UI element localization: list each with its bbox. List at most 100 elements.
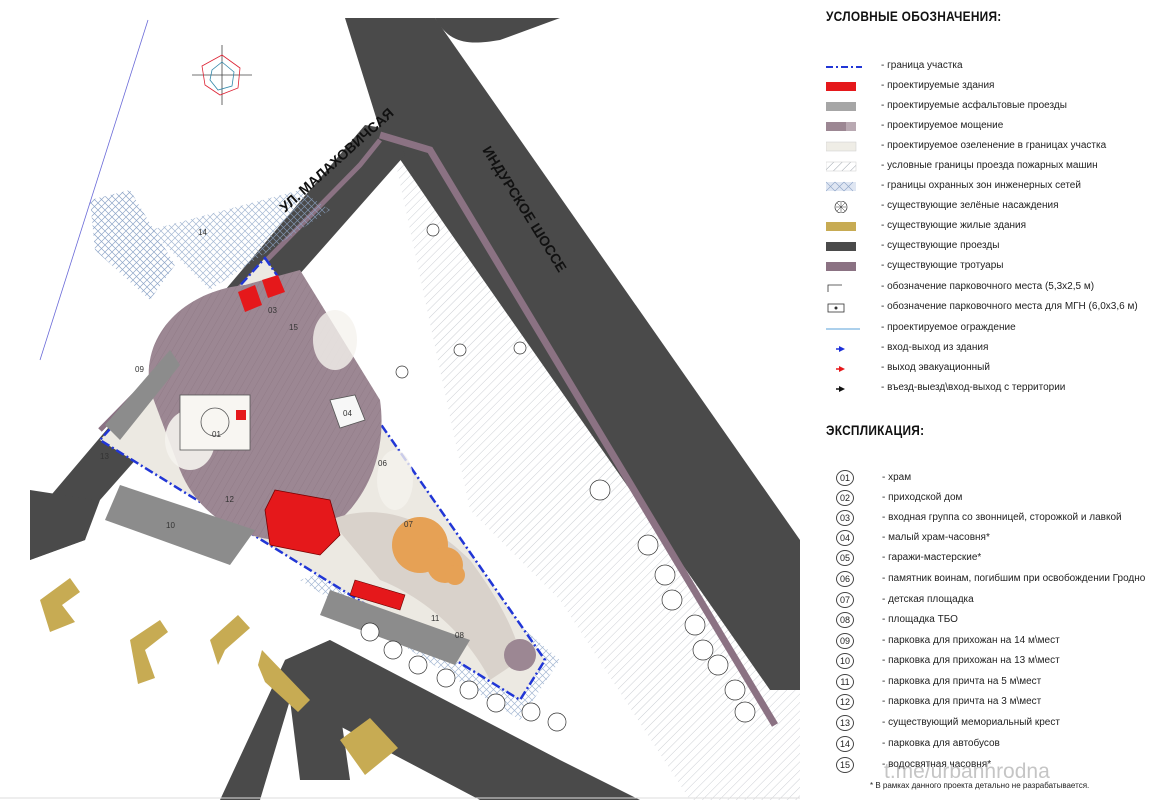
- item-text: - парковка для причта на 5 м\мест: [882, 676, 1042, 687]
- legend-text: - проектируемые асфальтовые проезды: [881, 100, 1067, 111]
- explication-item: 04 - малый храм-часовня*: [826, 530, 1157, 550]
- explication-item: 08 - площадка ТБО: [826, 612, 1157, 632]
- red-arrow-icon: [836, 366, 845, 372]
- legend-item: - условные границы проезда пожарных маши…: [826, 158, 1157, 178]
- road-indurskoe: [345, 18, 800, 690]
- plan-label-08: 08: [455, 631, 464, 640]
- item-number: 01: [836, 470, 854, 486]
- legend-item: - вход-выход из здания: [826, 340, 1157, 360]
- playground-07: [392, 517, 465, 585]
- explication-item: 05 - гаражи-мастерские*: [826, 550, 1157, 570]
- item-text: - парковка для причта на 3 м\мест: [882, 696, 1042, 707]
- item-text: - парковка для прихожан на 14 м\мест: [882, 635, 1060, 646]
- legend-item: - проектируемые здания: [826, 78, 1157, 98]
- item-text: - входная группа со звонницей, сторожкой…: [882, 512, 1122, 523]
- road-lower: [30, 490, 95, 560]
- parking-mgn-icon: [827, 303, 845, 313]
- plan-label-12: 12: [225, 495, 234, 504]
- item-text: - парковка для автобусов: [882, 738, 1000, 749]
- item-number: 05: [836, 550, 854, 566]
- plan-labels: 01 03 04 06 07 08 09 10 11 12 13 14 15: [100, 228, 464, 640]
- legend-text: - проектируемое озеленение в границах уч…: [881, 140, 1107, 151]
- mauve-swatch-icon: [826, 122, 856, 131]
- item-text: - памятник воинам, погибшим при освобожд…: [882, 573, 1146, 584]
- gray-swatch-icon: [826, 102, 856, 111]
- item-number: 12: [836, 694, 854, 710]
- item-number: 04: [836, 530, 854, 546]
- wind-rose: [192, 45, 252, 105]
- item-text: - площадка ТБО: [882, 614, 958, 625]
- legend-text: - обозначение парковочного места (5,3х2,…: [881, 281, 1095, 292]
- garages-05: [349, 579, 406, 611]
- item-text: - малый храм-часовня*: [882, 532, 990, 543]
- legend-text: - существующие зелёные насаждения: [881, 200, 1059, 211]
- item-number: 10: [836, 653, 854, 669]
- explication-title: ЭКСПЛИКАЦИЯ:: [826, 422, 925, 438]
- hatch-swatch-icon: [826, 161, 857, 172]
- legend-item: - выход эвакуационный: [826, 360, 1157, 380]
- site-plan: УЛ. МАЛАХОВИЧСАЯ ИНДУРСКОЕ ШОССЕ 01 03 0…: [0, 18, 800, 800]
- legend-item: - существующие зелёные насаждения: [826, 198, 1157, 218]
- item-number: 08: [836, 612, 854, 628]
- explication-item: 14 - парковка для автобусов: [826, 736, 1157, 756]
- plan-label-06: 06: [378, 459, 387, 468]
- plan-label-13: 13: [100, 452, 109, 461]
- item-number: 09: [836, 633, 854, 649]
- plan-label-15: 15: [289, 323, 298, 332]
- explication-item: 09 - парковка для прихожан на 14 м\мест: [826, 633, 1157, 653]
- item-text: - гаражи-мастерские*: [882, 552, 982, 563]
- plan-label-09: 09: [135, 365, 144, 374]
- legend-text: - границы охранных зон инженерных сетей: [881, 180, 1081, 191]
- item-text: - приходской дом: [882, 492, 963, 503]
- footnote: * В рамках данного проекта детально не р…: [870, 781, 1090, 790]
- explication-item: 01 - храм: [826, 470, 1157, 490]
- plan-label-11: 11: [431, 614, 440, 623]
- legend-item: - проектируемое ограждение: [826, 320, 1157, 340]
- purple-swatch-icon: [826, 262, 856, 271]
- parking-10: [105, 485, 255, 565]
- watermark: t.me/urbanhrodna: [884, 760, 1050, 783]
- legend-item: - существующие проезды: [826, 238, 1157, 258]
- church-01: [179, 394, 251, 451]
- parking-11: [320, 590, 470, 665]
- explication-item: 10- парковка для прихожан на 13 м\мест: [826, 653, 1157, 673]
- explication-item: 06 - памятник воинам, погибшим при освобо…: [826, 571, 1157, 591]
- legend-item: - существующие тротуары: [826, 258, 1157, 278]
- boundary-line-icon: [826, 66, 862, 68]
- explication-item: 03 - входная группа со звонницей, сторожк…: [826, 510, 1157, 530]
- legend-item: - обозначение парковочного места (5,3х2,…: [826, 279, 1157, 299]
- explication-item: 07 - детская площадка: [826, 592, 1157, 612]
- parking-09: [105, 350, 180, 440]
- existing-residential: [40, 578, 398, 775]
- legend-item: - въезд-выезд\вход-выход с территории: [826, 380, 1157, 400]
- entrance-group-03: [238, 285, 262, 312]
- legend-item: - проектируемое озеленение в границах уч…: [826, 138, 1157, 158]
- item-text: - детская площадка: [882, 594, 974, 605]
- legend-text: - обозначение парковочного места для МГН…: [881, 301, 1138, 312]
- item-text: - водосвятная часовня*: [882, 759, 992, 770]
- legend-text: - проектируемое ограждение: [881, 322, 1016, 333]
- explication-item: 13- существующий мемориальный крест: [826, 715, 1157, 735]
- item-number: 14: [836, 736, 854, 752]
- plan-label-14: 14: [198, 228, 207, 237]
- greenery-swatch-icon: [826, 141, 857, 152]
- item-number: 06: [836, 571, 854, 587]
- legend-item: - проектируемое мощение: [826, 118, 1157, 138]
- item-number: 02: [836, 490, 854, 506]
- blue-arrow-icon: [836, 346, 845, 352]
- red-swatch-icon: [826, 82, 856, 91]
- legend-item: - граница участка: [826, 58, 1157, 78]
- legend-text: - выход эвакуационный: [881, 362, 990, 373]
- dark-swatch-icon: [826, 242, 856, 251]
- item-number: 15: [836, 757, 854, 773]
- item-text: - храм: [882, 472, 912, 483]
- legend-text: - проектируемое мощение: [881, 120, 1004, 131]
- legend-text: - условные границы проезда пожарных маши…: [881, 160, 1098, 171]
- item-number: 07: [836, 592, 854, 608]
- explication-item: 15 - водосвятная часовня*: [826, 757, 1157, 777]
- explication-item: 12 - парковка для причта на 3 м\мест: [826, 694, 1157, 714]
- item-number: 03: [836, 510, 854, 526]
- legend-text: - въезд-выезд\вход-выход с территории: [881, 382, 1066, 393]
- tree-icon: [834, 201, 848, 213]
- item-text: - существующий мемориальный крест: [882, 717, 1060, 728]
